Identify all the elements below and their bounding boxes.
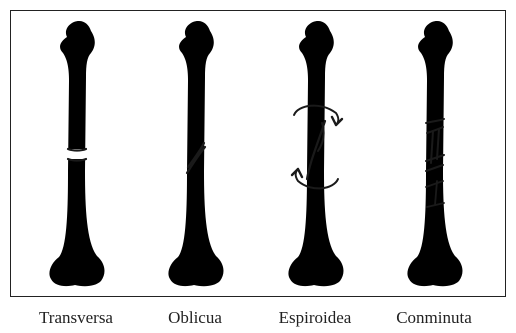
label-comminuted: Conminuta (379, 308, 489, 328)
bone-comminuted (407, 21, 462, 286)
bone-oblique (168, 21, 223, 286)
bones-illustration (11, 11, 505, 296)
label-transverse: Transversa (21, 308, 131, 328)
captions-row: Transversa Oblicua Espiroidea Conminuta (0, 308, 516, 332)
label-oblique: Oblicua (140, 308, 250, 328)
diagram-frame (10, 10, 506, 297)
label-spiral: Espiroidea (260, 308, 370, 328)
bone-transverse (49, 21, 104, 286)
bone-spiral (288, 21, 343, 286)
